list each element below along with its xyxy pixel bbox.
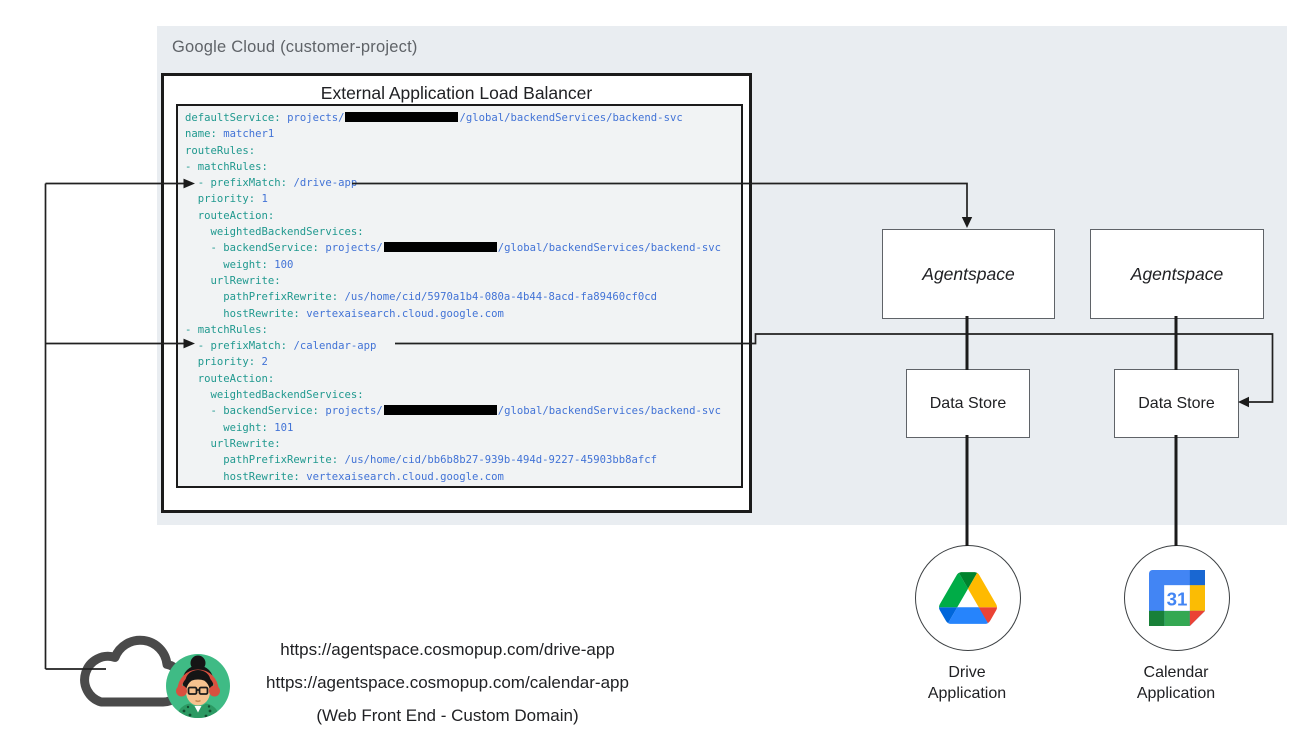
- drive-app-circle: [915, 545, 1021, 651]
- code-line: weightedBackendServices:: [185, 389, 364, 402]
- redacted-project-id: [345, 112, 459, 122]
- code-line: routeAction:: [185, 372, 275, 385]
- agentspace-box-1: Agentspace: [882, 229, 1055, 319]
- redacted-project-id: [383, 242, 497, 253]
- data-store-label: Data Store: [1138, 394, 1215, 412]
- code-line: - matchRules:: [185, 160, 268, 173]
- code-line: defaultService: projects//global/backend…: [185, 112, 683, 124]
- code-line: urlRewrite:: [185, 274, 281, 287]
- redacted-project-id: [383, 405, 497, 416]
- code-line: - backendService: projects//global/backe…: [185, 405, 721, 418]
- drive-url: https://agentspace.cosmopup.com/drive-ap…: [280, 640, 615, 659]
- frontend-caption: (Web Front End - Custom Domain): [316, 706, 579, 725]
- code-line: hostRewrite: vertexaisearch.cloud.google…: [185, 470, 504, 483]
- code-line: priority: 2: [185, 356, 268, 369]
- data-store-label: Data Store: [929, 394, 1007, 412]
- drive-app-label: Drive Application: [927, 664, 1007, 702]
- calendar-url: https://agentspace.cosmopup.com/calendar…: [266, 673, 629, 692]
- agentspace-box-2: Agentspace: [1090, 229, 1264, 319]
- code-line: weight: 101: [185, 421, 294, 434]
- region-label: Google Cloud (customer-project): [172, 38, 418, 56]
- code-line: routeRules:: [185, 144, 256, 157]
- calendar-app-circle: 31: [1124, 545, 1230, 651]
- load-balancer-title: External Application Load Balancer: [320, 83, 593, 103]
- google-calendar-icon: 31: [1149, 570, 1205, 626]
- code-line: weightedBackendServices:: [185, 226, 364, 239]
- agentspace-label: Agentspace: [1130, 263, 1224, 284]
- data-store-box-2: Data Store: [1114, 369, 1239, 438]
- code-line: name: matcher1: [185, 128, 275, 141]
- code-line: hostRewrite: vertexaisearch.cloud.google…: [185, 307, 504, 320]
- frontend-urls: https://agentspace.cosmopup.com/drive-ap…: [240, 633, 655, 732]
- user-avatar: [166, 654, 230, 718]
- data-store-box-1: Data Store: [906, 369, 1030, 438]
- code-line: - backendService: projects//global/backe…: [185, 242, 721, 255]
- url-map-code-block: defaultService: projects//global/backend…: [176, 104, 743, 488]
- code-line: priority: 1: [185, 193, 268, 206]
- calendar-day-number: 31: [1167, 589, 1188, 610]
- code-line: pathPrefixRewrite: /us/home/cid/5970a1b4…: [185, 291, 657, 304]
- code-line: routeAction:: [185, 209, 275, 222]
- load-balancer-box: External Application Load Balancer defau…: [161, 73, 752, 513]
- calendar-app-label: Calendar Application: [1136, 664, 1216, 702]
- code-line: - prefixMatch: /drive-app: [185, 177, 358, 190]
- code-line: urlRewrite:: [185, 437, 281, 450]
- google-drive-icon: [939, 572, 997, 624]
- code-line: pathPrefixRewrite: /us/home/cid/bb6b8b27…: [185, 454, 657, 467]
- code-line: weight: 100: [185, 258, 294, 271]
- agentspace-label: Agentspace: [922, 263, 1015, 284]
- code-line: - prefixMatch: /calendar-app: [185, 340, 377, 353]
- code-line: - matchRules:: [185, 323, 268, 336]
